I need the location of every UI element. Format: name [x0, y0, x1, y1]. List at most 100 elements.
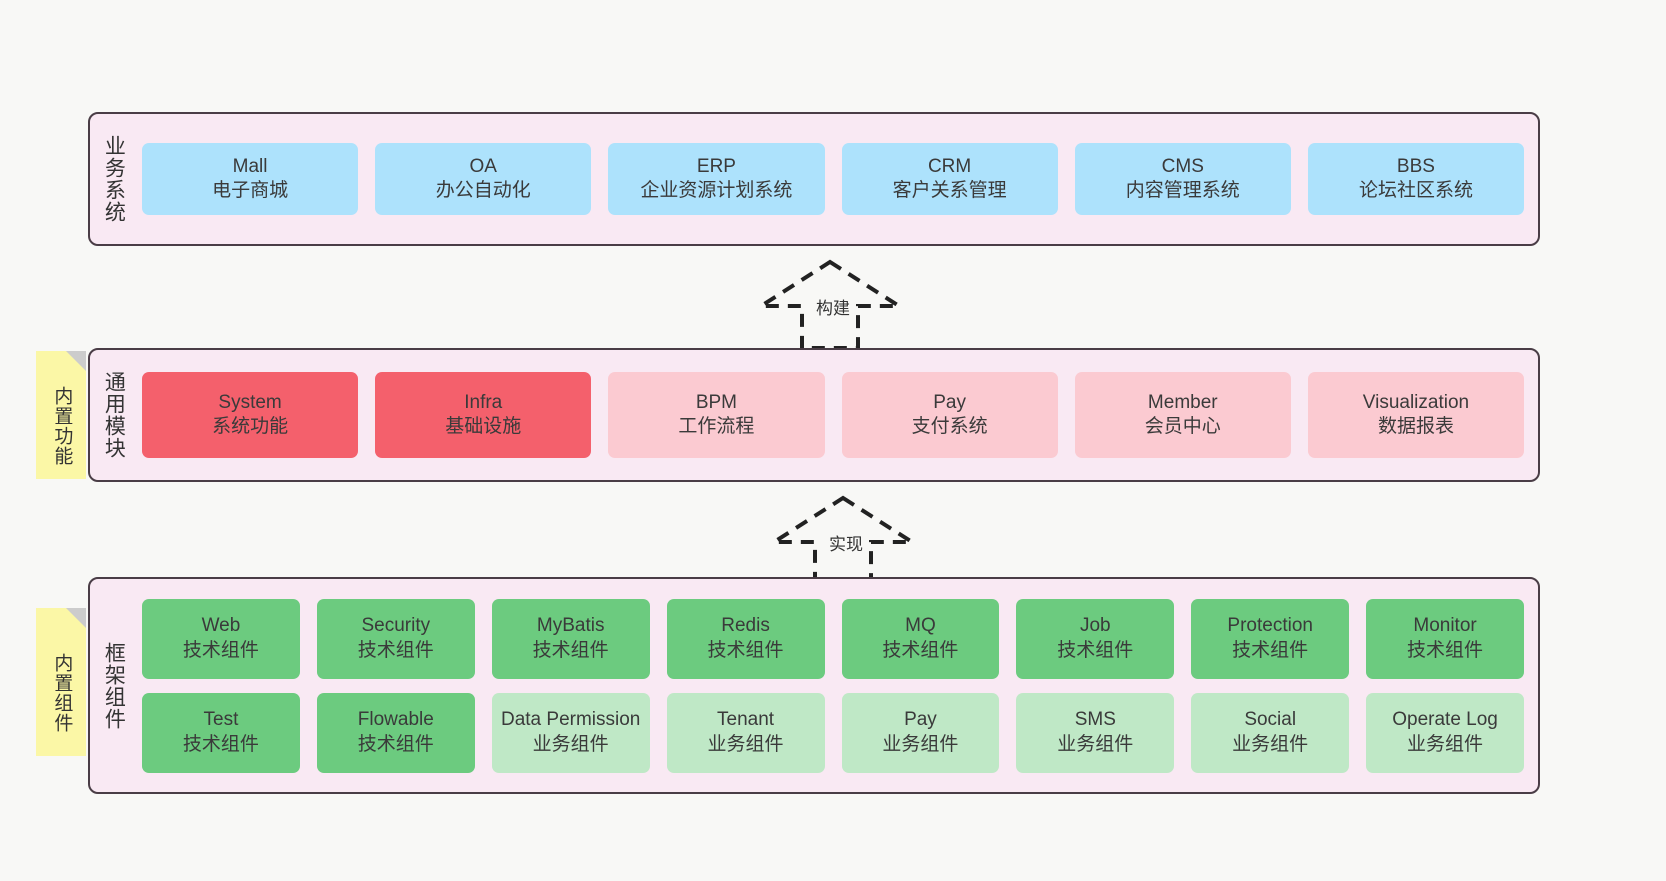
connector-label-build: 构建 — [816, 299, 850, 318]
sticky-note-label: 内置组件 — [51, 653, 73, 733]
card-title: Member — [1147, 391, 1218, 413]
card-subtitle: 基础设施 — [445, 416, 522, 437]
layer-title-business-systems: 业务系统 — [102, 135, 126, 223]
card-sms[interactable]: SMS 业务组件 — [1016, 692, 1175, 773]
card-subtitle: 技术组件 — [182, 733, 259, 755]
card-title: Pay — [933, 391, 966, 413]
card-title: Infra — [464, 391, 503, 413]
dashed-hollow-arrow-icon — [767, 495, 919, 586]
card-subtitle: 数据报表 — [1377, 416, 1454, 437]
card-title: SMS — [1074, 709, 1116, 731]
connector-build-arrow: 构建 — [754, 258, 906, 350]
sticky-note-builtin-components: 内置组件 — [36, 608, 86, 756]
card-subtitle: 支付系统 — [911, 416, 988, 437]
card-subtitle: 业务组件 — [707, 733, 784, 755]
card-subtitle: 企业资源计划系统 — [640, 180, 793, 201]
card-subtitle: 技术组件 — [182, 639, 259, 661]
layer-common-modules: 通用模块 System 系统功能 Infra 基础设施 BPM 工作流程 Pay… — [88, 348, 1540, 482]
card-redis[interactable]: Redis 技术组件 — [666, 598, 825, 679]
layer-title-framework-components: 框架组件 — [102, 641, 126, 730]
card-mall[interactable]: Mall 电子商城 — [142, 143, 359, 215]
card-data-permission[interactable]: Data Permission 业务组件 — [491, 692, 650, 773]
card-title: MyBatis — [536, 615, 605, 637]
card-title: Security — [361, 615, 431, 637]
card-subtitle: 内容管理系统 — [1125, 180, 1240, 201]
dashed-hollow-arrow-icon — [754, 259, 906, 350]
card-system[interactable]: System 系统功能 — [142, 372, 359, 458]
card-title: BBS — [1396, 155, 1435, 177]
card-bpm[interactable]: BPM 工作流程 — [608, 372, 825, 458]
sticky-note-builtin-features: 内置功能 — [36, 351, 86, 479]
card-flowable[interactable]: Flowable 技术组件 — [316, 692, 475, 773]
card-row: Web 技术组件 Security 技术组件 MyBatis 技术组件 Redi… — [142, 598, 1524, 679]
card-infra[interactable]: Infra 基础设施 — [375, 372, 592, 458]
card-title: CRM — [927, 155, 972, 177]
card-crm[interactable]: CRM 客户关系管理 — [841, 143, 1058, 215]
card-row: Test 技术组件 Flowable 技术组件 Data Permission … — [142, 692, 1524, 773]
card-title: Data Permission — [500, 709, 641, 731]
card-title: Social — [1244, 709, 1297, 731]
card-title: Protection — [1227, 615, 1313, 637]
card-pay-business[interactable]: Pay 业务组件 — [841, 692, 1000, 773]
card-protection[interactable]: Protection 技术组件 — [1191, 598, 1350, 679]
card-subtitle: 业务组件 — [1057, 733, 1134, 755]
card-operate-log[interactable]: Operate Log 业务组件 — [1366, 692, 1524, 773]
card-social[interactable]: Social 业务组件 — [1191, 692, 1350, 773]
card-subtitle: 会员中心 — [1144, 416, 1221, 437]
card-title: System — [218, 391, 282, 413]
card-title: Visualization — [1362, 391, 1470, 413]
card-test[interactable]: Test 技术组件 — [142, 692, 300, 773]
layer-body-framework-components: Web 技术组件 Security 技术组件 MyBatis 技术组件 Redi… — [136, 579, 1538, 792]
card-subtitle: 电子商城 — [212, 180, 289, 201]
card-visualization[interactable]: Visualization 数据报表 — [1307, 372, 1525, 458]
card-member[interactable]: Member 会员中心 — [1074, 372, 1291, 458]
layer-body-business-systems: Mall 电子商城 OA 办公自动化 ERP 企业资源计划系统 CRM 客户关系… — [136, 114, 1538, 244]
card-pay[interactable]: Pay 支付系统 — [841, 372, 1058, 458]
card-title: Mall — [232, 155, 268, 177]
card-title: OA — [469, 155, 497, 177]
card-cms[interactable]: CMS 内容管理系统 — [1074, 143, 1291, 215]
card-mq[interactable]: MQ 技术组件 — [841, 598, 1000, 679]
card-monitor[interactable]: Monitor 技术组件 — [1366, 598, 1524, 679]
layer-framework-components: 框架组件 Web 技术组件 Security 技术组件 MyBatis 技术组件… — [88, 577, 1540, 794]
card-row: Mall 电子商城 OA 办公自动化 ERP 企业资源计划系统 CRM 客户关系… — [142, 143, 1525, 215]
sticky-note-label: 内置功能 — [51, 386, 73, 466]
card-title: Redis — [721, 615, 770, 637]
card-title: Job — [1079, 615, 1111, 637]
layer-business-systems: 业务系统 Mall 电子商城 OA 办公自动化 ERP 企业资源计划系统 CRM… — [88, 112, 1540, 246]
card-row: System 系统功能 Infra 基础设施 BPM 工作流程 Pay 支付系统… — [142, 372, 1525, 458]
card-tenant[interactable]: Tenant 业务组件 — [666, 692, 825, 773]
card-title: Test — [203, 709, 239, 731]
card-title: Tenant — [717, 709, 775, 731]
card-title: CMS — [1161, 155, 1204, 177]
card-job[interactable]: Job 技术组件 — [1016, 598, 1175, 679]
card-subtitle: 办公自动化 — [435, 180, 531, 201]
card-title: Operate Log — [1392, 709, 1498, 731]
card-security[interactable]: Security 技术组件 — [316, 598, 475, 679]
card-web[interactable]: Web 技术组件 — [142, 598, 300, 679]
card-subtitle: 业务组件 — [882, 733, 959, 755]
card-subtitle: 客户关系管理 — [892, 180, 1007, 201]
card-subtitle: 技术组件 — [707, 639, 784, 661]
card-mybatis[interactable]: MyBatis 技术组件 — [491, 598, 650, 679]
connector-label-implement: 实现 — [829, 535, 863, 554]
card-bbs[interactable]: BBS 论坛社区系统 — [1307, 143, 1525, 215]
card-oa[interactable]: OA 办公自动化 — [375, 143, 592, 215]
card-subtitle: 技术组件 — [1232, 639, 1309, 661]
card-title: Web — [201, 615, 241, 637]
card-title: ERP — [696, 155, 736, 177]
card-title: Monitor — [1413, 615, 1477, 637]
card-subtitle: 业务组件 — [1232, 733, 1309, 755]
card-title: Pay — [904, 709, 937, 731]
card-erp[interactable]: ERP 企业资源计划系统 — [608, 143, 825, 215]
layer-body-common-modules: System 系统功能 Infra 基础设施 BPM 工作流程 Pay 支付系统… — [136, 350, 1538, 480]
card-subtitle: 论坛社区系统 — [1358, 180, 1473, 201]
card-subtitle: 工作流程 — [678, 416, 755, 437]
card-subtitle: 技术组件 — [882, 639, 959, 661]
card-subtitle: 技术组件 — [357, 639, 434, 661]
card-subtitle: 业务组件 — [1407, 733, 1484, 755]
card-subtitle: 系统功能 — [212, 416, 289, 437]
card-subtitle: 技术组件 — [1407, 639, 1484, 661]
card-subtitle: 业务组件 — [532, 733, 609, 755]
